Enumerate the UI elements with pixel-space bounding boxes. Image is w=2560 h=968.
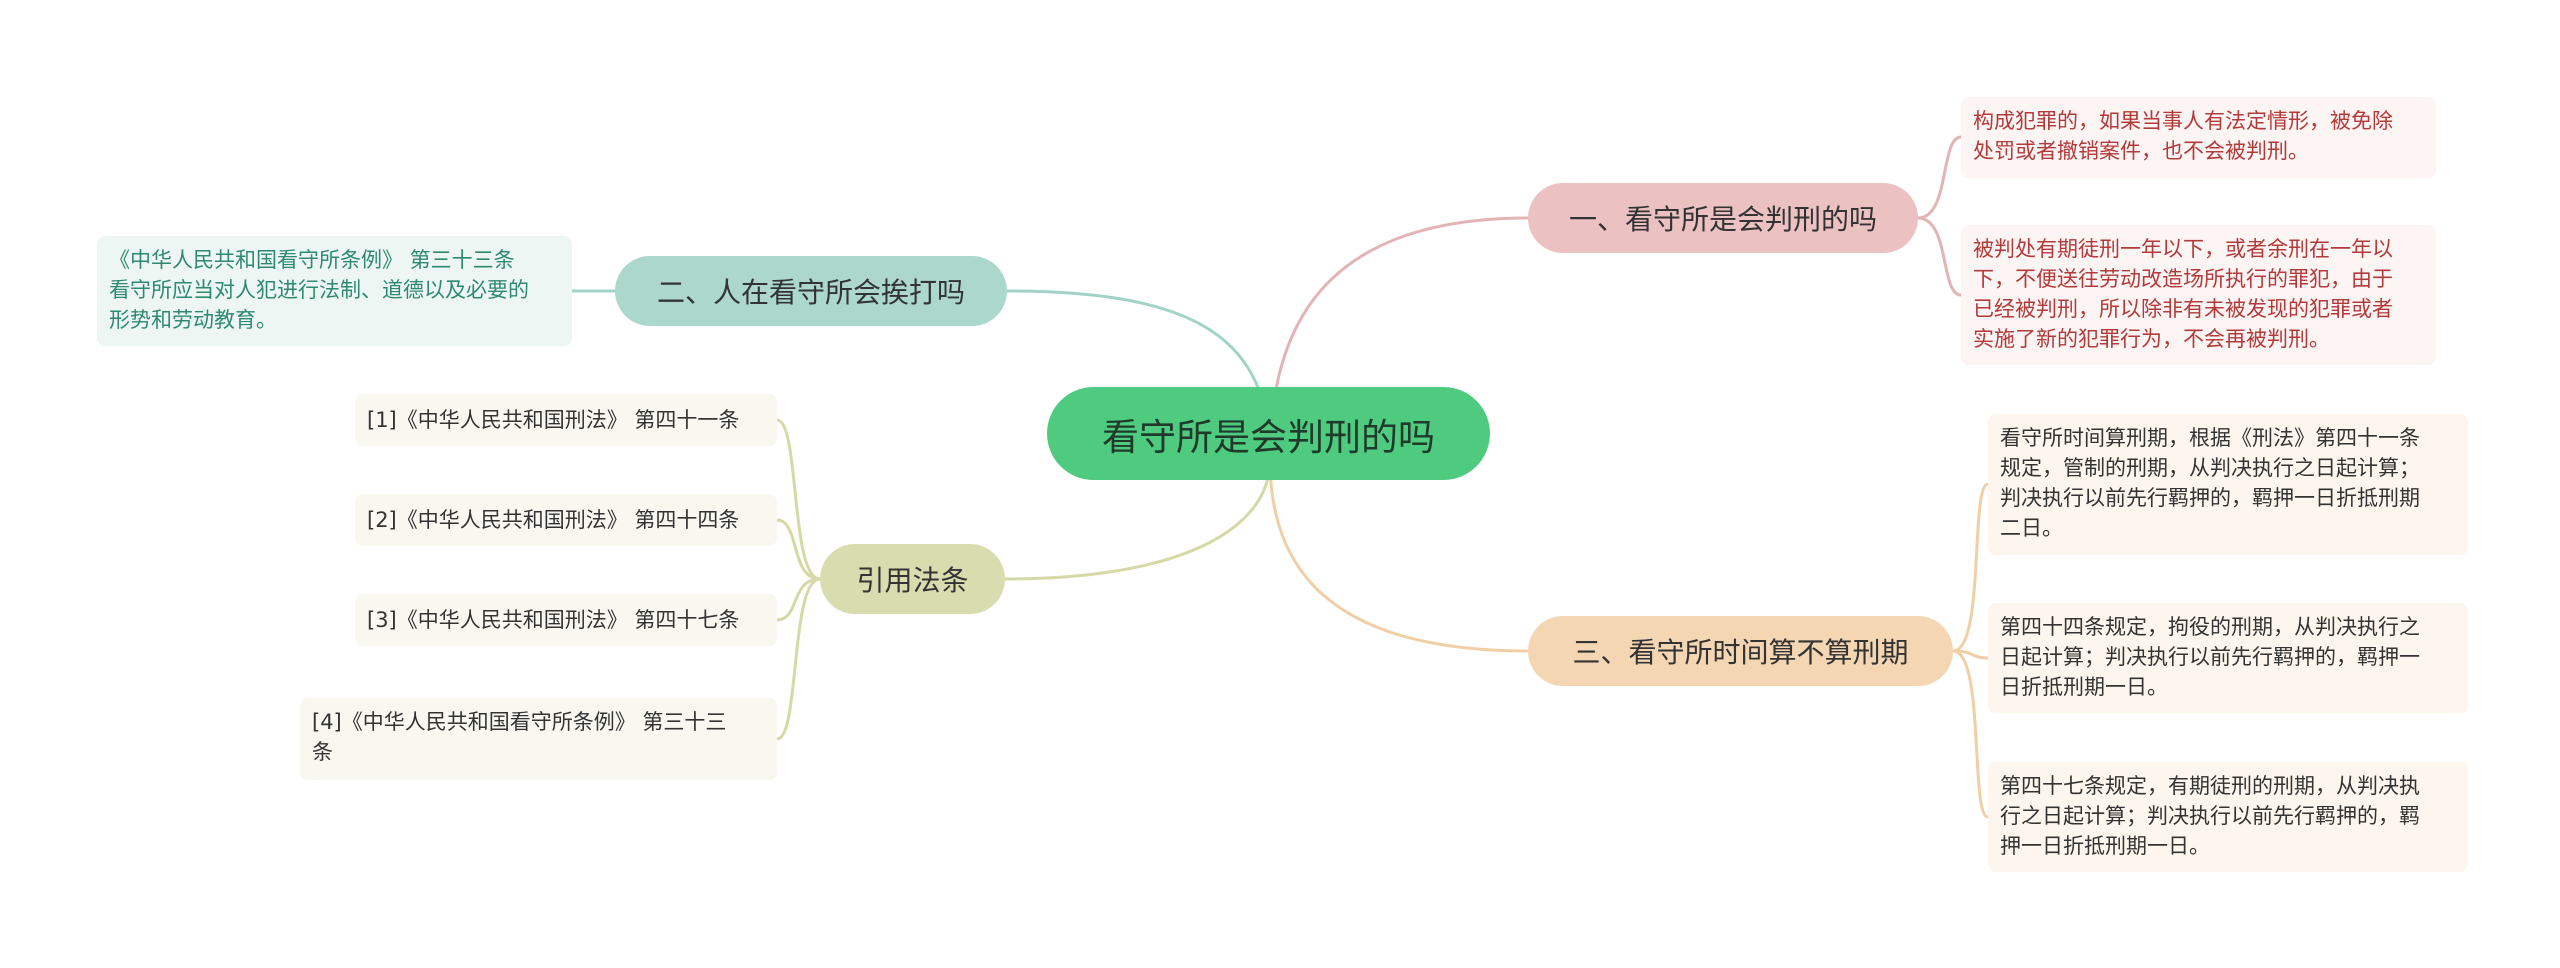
leaf-line: 条 (312, 740, 333, 764)
leaf-line: 《中华人民共和国看守所条例》 第三十三条 (109, 248, 515, 272)
branch-topic-2[interactable]: 二、人在看守所会挨打吗 (615, 256, 1007, 326)
leaf-line: 规定，管制的刑期，从判决执行之日起计算； (2000, 456, 2420, 480)
link-center-branch-4 (1003, 458, 1272, 581)
leaf-line: 押一日折抵刑期一日。 (2000, 834, 2210, 858)
link-center-branch-3 (1268, 458, 1530, 653)
link-branch-3-leaf-1 (1951, 482, 1990, 653)
citation-2[interactable]: [2]《中华人民共和国刑法》 第四十四条 (355, 494, 777, 546)
branch-topic-3[interactable]: 三、看守所时间算不算刑期 (1528, 616, 1953, 686)
leaf-note-1-1[interactable]: 构成犯罪的，如果当事人有法定情形，被免除 处罚或者撤销案件，也不会被判刑。 (1961, 97, 2436, 178)
link-branch-3-leaf-3 (1951, 649, 1990, 819)
link-branch-4-leaf-2 (775, 518, 822, 581)
central-topic[interactable]: 看守所是会判刑的吗 (1047, 387, 1490, 480)
citation-1[interactable]: [1]《中华人民共和国刑法》 第四十一条 (355, 394, 777, 446)
leaf-note-3-2[interactable]: 第四十四条规定，拘役的刑期，从判决执行之 日起计算；判决执行以前先行羁押的，羁押… (1988, 603, 2468, 713)
leaf-line: 行之日起计算；判决执行以前先行羁押的，羁 (2000, 804, 2420, 828)
leaf-line: 被判处有期徒刑一年以下，或者余刑在一年以 (1973, 237, 2393, 261)
leaf-line: [3]《中华人民共和国刑法》 第四十七条 (367, 608, 740, 632)
leaf-line: 已经被判刑，所以除非有未被发现的犯罪或者 (1973, 297, 2393, 321)
leaf-line: 看守所时间算刑期，根据《刑法》第四十一条 (2000, 426, 2420, 450)
leaf-line: 第四十四条规定，拘役的刑期，从判决执行之 (2000, 615, 2420, 639)
leaf-line: 日起计算；判决执行以前先行羁押的，羁押一 (2000, 645, 2420, 669)
leaf-line: 处罚或者撤销案件，也不会被判刑。 (1973, 139, 2309, 163)
leaf-line: [1]《中华人民共和国刑法》 第四十一条 (367, 408, 740, 432)
leaf-line: 日折抵刑期一日。 (2000, 675, 2168, 699)
citation-4[interactable]: [4]《中华人民共和国看守所条例》 第三十三 条 (300, 698, 777, 780)
leaf-line: [4]《中华人民共和国看守所条例》 第三十三 (312, 710, 727, 734)
leaf-line: [2]《中华人民共和国刑法》 第四十四条 (367, 508, 740, 532)
link-branch-4-leaf-4 (775, 577, 822, 741)
leaf-note-3-3[interactable]: 第四十七条规定，有期徒刑的刑期，从判决执 行之日起计算；判决执行以前先行羁押的，… (1988, 762, 2468, 872)
leaf-line: 看守所应当对人犯进行法制、道德以及必要的 (109, 278, 529, 302)
leaf-line: 下，不便送往劳动改造场所执行的罪犯，由于 (1973, 267, 2393, 291)
branch-topic-1[interactable]: 一、看守所是会判刑的吗 (1528, 183, 1918, 253)
leaf-note-1-2[interactable]: 被判处有期徒刑一年以下，或者余刑在一年以 下，不便送往劳动改造场所执行的罪犯，由… (1961, 225, 2436, 365)
leaf-line: 实施了新的犯罪行为，不会再被判刑。 (1973, 327, 2330, 351)
link-branch-4-leaf-3 (775, 577, 822, 622)
leaf-note-2-1[interactable]: 《中华人民共和国看守所条例》 第三十三条 看守所应当对人犯进行法制、道德以及必要… (97, 236, 572, 346)
leaf-line: 形势和劳动教育。 (109, 308, 277, 332)
link-branch-1-leaf-2 (1916, 216, 1963, 297)
leaf-line: 二日。 (2000, 516, 2063, 540)
link-branch-4-leaf-1 (775, 418, 822, 581)
link-branch-1-leaf-1 (1916, 135, 1963, 220)
leaf-note-3-1[interactable]: 看守所时间算刑期，根据《刑法》第四十一条 规定，管制的刑期，从判决执行之日起计算… (1988, 414, 2468, 555)
citation-3[interactable]: [3]《中华人民共和国刑法》 第四十七条 (355, 594, 777, 646)
leaf-line: 判决执行以前先行羁押的，羁押一日折抵刑期 (2000, 486, 2420, 510)
leaf-line: 第四十七条规定，有期徒刑的刑期，从判决执 (2000, 774, 2420, 798)
leaf-line: 构成犯罪的，如果当事人有法定情形，被免除 (1973, 109, 2393, 133)
branch-topic-4[interactable]: 引用法条 (820, 544, 1005, 614)
